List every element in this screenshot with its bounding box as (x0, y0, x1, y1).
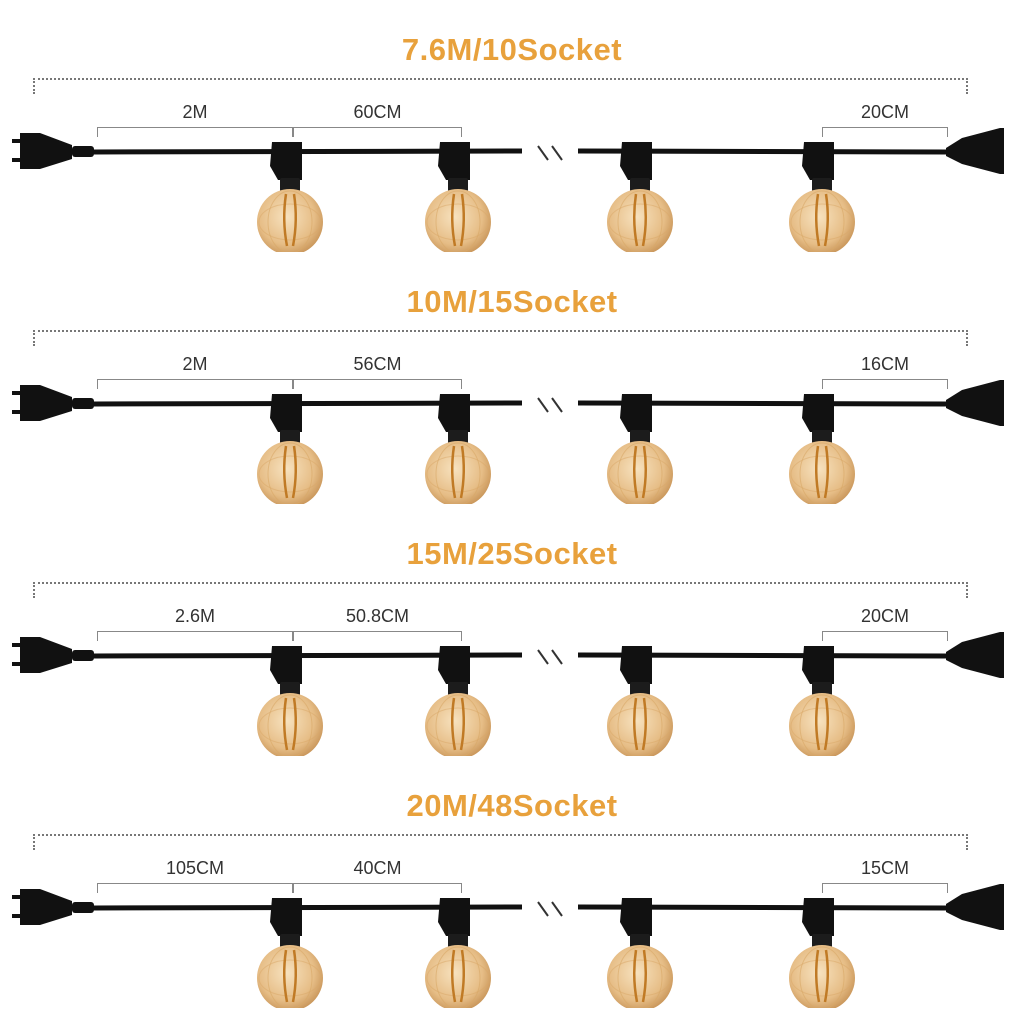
bulb-spacing-dimension-line (293, 631, 462, 641)
bulb-spacing-dimension-line (293, 883, 462, 893)
section-title: 20M/48Socket (406, 788, 618, 823)
string-light-strand (12, 380, 1004, 504)
plug-icon (12, 889, 94, 925)
light-bulb-icon (607, 898, 673, 1008)
spec-section-15m: 15M/25Socket 2.6M 50.8CM 20CM (0, 504, 1024, 756)
cable-break-marker (537, 145, 563, 161)
light-bulb-icon (789, 898, 855, 1008)
first-bulb-dimension-line (97, 631, 293, 641)
end-socket-icon (946, 632, 1004, 678)
end-socket-icon (946, 380, 1004, 426)
section-title: 10M/15Socket (406, 284, 618, 319)
string-light-strand (12, 884, 1004, 1008)
light-bulb-icon (425, 646, 491, 756)
plug-icon (12, 133, 94, 169)
first-bulb-dimension-line (97, 883, 293, 893)
bulb-spacing-label: 56CM (353, 354, 402, 374)
end-dimension-line (822, 631, 948, 641)
light-bulb-icon (257, 646, 323, 756)
end-distance-label: 15CM (860, 858, 909, 878)
plug-icon (12, 637, 94, 673)
end-socket-icon (946, 884, 1004, 930)
first-bulb-distance-label: 2M (182, 354, 208, 374)
first-bulb-dimension-line (97, 127, 293, 137)
string-light-strand (12, 632, 1004, 756)
light-bulb-icon (789, 646, 855, 756)
light-bulb-icon (425, 142, 491, 252)
cable-break-marker (537, 649, 563, 665)
string-light-strand (12, 128, 1004, 252)
light-bulb-icon (425, 394, 491, 504)
bulb-spacing-dimension-line (293, 379, 462, 389)
end-socket-icon (946, 128, 1004, 174)
total-length-dotted-bracket (33, 582, 968, 598)
spec-section-10m: 10M/15Socket 2M 56CM 16CM (0, 252, 1024, 504)
end-distance-label: 16CM (860, 354, 909, 374)
bulb-spacing-label: 60CM (353, 102, 402, 122)
light-bulb-icon (607, 646, 673, 756)
end-dimension-line (822, 127, 948, 137)
plug-icon (12, 385, 94, 421)
light-bulb-icon (607, 142, 673, 252)
bulb-spacing-dimension-line (293, 127, 462, 137)
light-bulb-icon (257, 142, 323, 252)
cable-break-marker (537, 397, 563, 413)
section-title: 7.6M/10Socket (401, 32, 623, 67)
end-dimension-line (822, 379, 948, 389)
section-title: 15M/25Socket (406, 536, 618, 571)
total-length-dotted-bracket (33, 78, 968, 94)
cable-break-marker (537, 901, 563, 917)
end-dimension-line (822, 883, 948, 893)
bulb-spacing-label: 50.8CM (345, 606, 410, 626)
end-distance-label: 20CM (860, 102, 909, 122)
total-length-dotted-bracket (33, 330, 968, 346)
first-bulb-dimension-line (97, 379, 293, 389)
light-bulb-icon (257, 898, 323, 1008)
end-distance-label: 20CM (860, 606, 909, 626)
spec-section-20m: 20M/48Socket 105CM 40CM 15CM (0, 756, 1024, 1008)
light-bulb-icon (425, 898, 491, 1008)
light-bulb-icon (789, 394, 855, 504)
light-bulb-icon (607, 394, 673, 504)
bulb-spacing-label: 40CM (353, 858, 402, 878)
first-bulb-distance-label: 2M (182, 102, 208, 122)
light-bulb-icon (257, 394, 323, 504)
first-bulb-distance-label: 105CM (165, 858, 225, 878)
light-bulb-icon (789, 142, 855, 252)
total-length-dotted-bracket (33, 834, 968, 850)
first-bulb-distance-label: 2.6M (174, 606, 216, 626)
spec-section-7-6m: 7.6M/10Socket 2M 60CM 20CM (0, 0, 1024, 252)
